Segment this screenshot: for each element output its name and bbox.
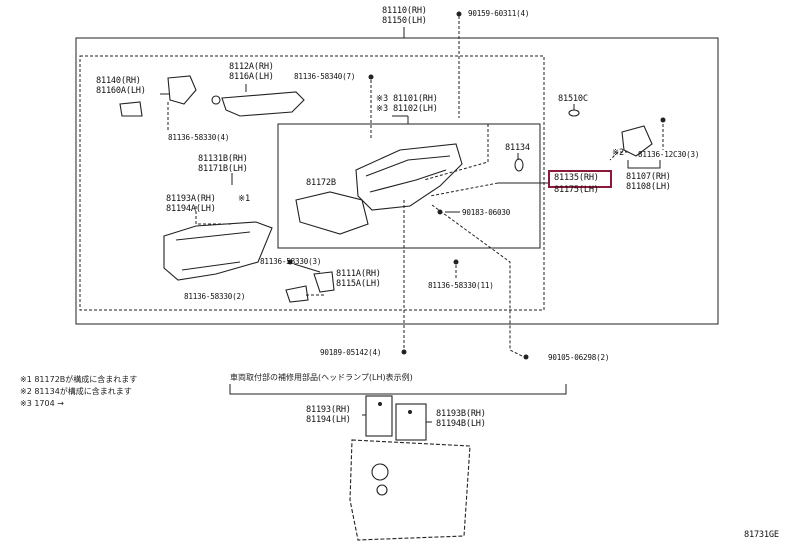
repair-kit-box-1 [365, 395, 393, 437]
label-screw-low3: 81136-58330(2) [184, 292, 246, 301]
label-screw-mid: 81136-58340(7) [294, 72, 356, 81]
label-kit-lh: 81194(LH) [306, 415, 351, 425]
label-screw-low2: 81136-58330(11) [428, 281, 494, 290]
label-screw-bottom: 90189-05142(4) [320, 348, 382, 357]
label-cover-lh: 81194A(LH) [166, 204, 216, 214]
socket-part [514, 158, 524, 172]
label-bracket2-rh: 8111A(RH) [336, 269, 381, 279]
label-marker-2: ※2 [612, 148, 624, 158]
outer-frame [75, 37, 719, 325]
cap-part [568, 109, 580, 117]
label-cover-rh: 81193A(RH) [166, 194, 216, 204]
label-marker-1: ※1 [238, 194, 250, 204]
label-cap: 81510C [558, 94, 588, 104]
label-part-lh-highlighted: 81175(LH) [554, 185, 599, 195]
housing-bottom-part [349, 439, 471, 541]
highlight-box [548, 170, 612, 188]
lens-part [163, 221, 273, 281]
label-lens-lh: 81171B(LH) [198, 164, 248, 174]
repair-caption-bracket [229, 384, 567, 395]
label-motor-lh: 81108(LH) [626, 182, 671, 192]
label-unit-rh: ※3 81101(RH) [376, 94, 438, 104]
label-kit2-lh: 81194B(LH) [436, 419, 486, 429]
figure-code: 81731GE [744, 530, 779, 540]
label-top-lh: 81150(LH) [382, 16, 427, 26]
housing-left-part [167, 75, 197, 105]
label-lens-rh: 81131B(RH) [198, 154, 248, 164]
note-3: ※3 1704 → [20, 399, 64, 408]
label-kit-rh: 81193(RH) [306, 405, 351, 415]
label-socket: 81134 [505, 143, 530, 153]
note-1: ※1 81172Bが構成に含まれます [20, 375, 138, 384]
unit-frame [277, 123, 541, 249]
label-screw-left: 81136-58330(4) [168, 133, 230, 142]
label-seal: 81172B [306, 178, 336, 188]
label-bracket-lh: 8116A(LH) [229, 72, 274, 82]
bracket-upper-part [221, 91, 305, 117]
seal-part [295, 191, 369, 235]
label-screw-low1: 81136-58330(3) [260, 257, 322, 266]
label-bracket2-lh: 8115A(LH) [336, 279, 381, 289]
label-bracket-rh: 8112A(RH) [229, 62, 274, 72]
label-motor-rh: 81107(RH) [626, 172, 671, 182]
note-2: ※2 81134が構成に含まれます [20, 387, 132, 396]
label-part-rh-highlighted: 81135(RH) [554, 173, 599, 183]
repair-caption: 車両取付部の補修用部品(ヘッドランプ(LH)表示例) [230, 373, 413, 382]
label-screw-center: 90183-06030 [462, 208, 511, 217]
repair-kit-box-2 [395, 403, 427, 441]
label-housing-lh: 81160A(LH) [96, 86, 146, 96]
motor-part [621, 125, 653, 157]
label-screw-right: 81136-12C30(3) [638, 150, 700, 159]
label-unit-lh: ※3 81102(LH) [376, 104, 438, 114]
bracket-lower-part [313, 271, 335, 293]
label-top-rh: 81110(RH) [382, 6, 427, 16]
label-screw-top: 90159-60311(4) [468, 9, 530, 18]
lamp-unit-part [355, 143, 463, 211]
label-screw-bottom-right: 90105-06298(2) [548, 353, 610, 362]
label-housing-rh: 81140(RH) [96, 76, 141, 86]
label-kit2-rh: 81193B(RH) [436, 409, 486, 419]
